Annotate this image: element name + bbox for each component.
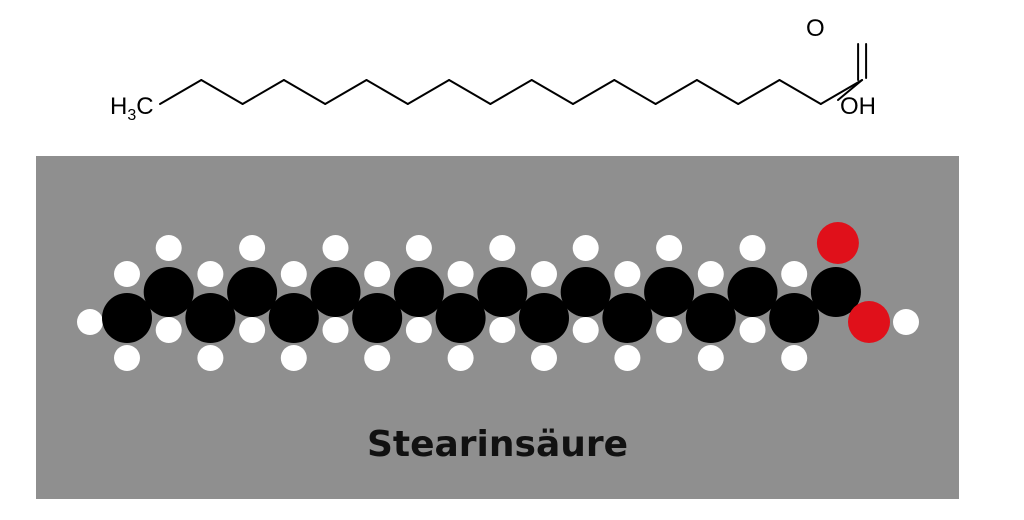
carbon-atom — [268, 293, 319, 343]
carbon-carbon-bond — [654, 79, 698, 105]
carbon-atom — [352, 293, 403, 343]
skeletal-formula: H3C O OH — [110, 15, 876, 124]
hydrogen-atom — [656, 235, 683, 261]
hydrogen-atom — [572, 317, 599, 343]
space-filling-model-panel: Stearinsäure — [36, 156, 959, 499]
carbon-atom — [769, 293, 820, 343]
carbon-carbon-bond — [737, 79, 781, 105]
hydrogen-atom — [364, 345, 391, 371]
carbon-carbon-bond — [448, 79, 492, 105]
carbon-carbon-bond — [324, 79, 368, 105]
hydroxyl-oxygen-atom — [848, 301, 890, 343]
hydrogen-atom — [531, 345, 557, 371]
carbon-atom — [393, 267, 444, 317]
hydrogen-atom — [197, 261, 224, 287]
hydrogen-atom — [572, 235, 599, 261]
carbon-atom — [810, 267, 861, 317]
carbon-carbon-bond — [406, 79, 451, 105]
carbon-carbon-bond — [530, 79, 574, 105]
carbon-atom — [143, 267, 194, 317]
hydrogen-atom — [322, 235, 349, 261]
carbon-carbon-bond — [613, 79, 657, 105]
carbon-carbon-bond — [819, 79, 864, 105]
carbon-carbon-bond — [695, 79, 740, 105]
hydrogen-atom — [781, 261, 808, 287]
carbonyl-oxygen-label: O — [806, 15, 825, 42]
hydrogen-atom — [781, 345, 808, 371]
hydrogen-atom — [489, 317, 516, 343]
carbon-atom — [310, 267, 361, 317]
carbon-carbon-bond — [200, 79, 244, 105]
hydrogen-atom — [239, 317, 266, 343]
hydrogen-atom — [614, 345, 641, 371]
carbon-atom — [685, 293, 736, 343]
carbon-atom — [102, 293, 152, 343]
hydrogen-atom — [447, 261, 474, 287]
hydrogen-atom — [697, 345, 724, 371]
hydrogen-atom — [77, 309, 103, 335]
hydrogen-atom — [405, 235, 432, 261]
hydrogen-atom — [155, 317, 182, 343]
hydrogen-atom — [405, 317, 432, 343]
space-filling-model — [77, 222, 919, 371]
carbon-carbon-bond — [489, 79, 533, 105]
carbon-carbon-bond — [572, 79, 616, 105]
carbon-atom — [435, 293, 486, 343]
hydrogen-atom — [114, 261, 140, 287]
carbon-atom — [519, 293, 569, 343]
hydrogen-atom — [280, 261, 307, 287]
hydrogen-atom — [447, 345, 474, 371]
hydrogen-atom — [489, 235, 516, 261]
hydrogen-atom — [322, 317, 349, 343]
compound-name-label: Stearinsäure — [366, 424, 629, 465]
carbon-atom — [727, 267, 778, 317]
hydrogen-atom — [364, 261, 391, 287]
carbon-carbon-bond — [282, 79, 327, 105]
hydrogen-atom — [739, 317, 766, 343]
carbon-atom — [602, 293, 653, 343]
hydrogen-atom — [697, 261, 724, 287]
carbon-atom — [560, 267, 611, 317]
carbon-atom — [185, 293, 236, 343]
carbon-hydroxyl-bond — [837, 79, 864, 101]
methyl-group-label: H3C — [110, 93, 154, 124]
carbon-carbon-bond — [241, 79, 285, 105]
carbon-atom — [644, 267, 695, 317]
carbon-atom — [477, 267, 528, 317]
hydrogen-atom — [197, 345, 224, 371]
hydrogen-atom — [155, 235, 182, 261]
carbon-carbon-bond — [159, 79, 203, 105]
carbon-carbon-bond — [778, 79, 822, 105]
hydrogen-atom — [531, 261, 557, 287]
carbon-atom — [227, 267, 278, 317]
hydrogen-atom — [739, 235, 766, 261]
hydrogen-atom — [656, 317, 683, 343]
hydrogen-atom — [280, 345, 307, 371]
hydroxyl-group-label: OH — [840, 93, 876, 120]
carbon-carbon-bond — [365, 79, 409, 105]
hydroxyl-hydrogen-atom — [893, 309, 919, 335]
hydrogen-atom — [114, 345, 140, 371]
hydrogen-atom — [614, 261, 641, 287]
carbonyl-oxygen-atom — [816, 222, 859, 264]
hydrogen-atom — [239, 235, 266, 261]
carbon-chain-bonds — [159, 43, 868, 105]
